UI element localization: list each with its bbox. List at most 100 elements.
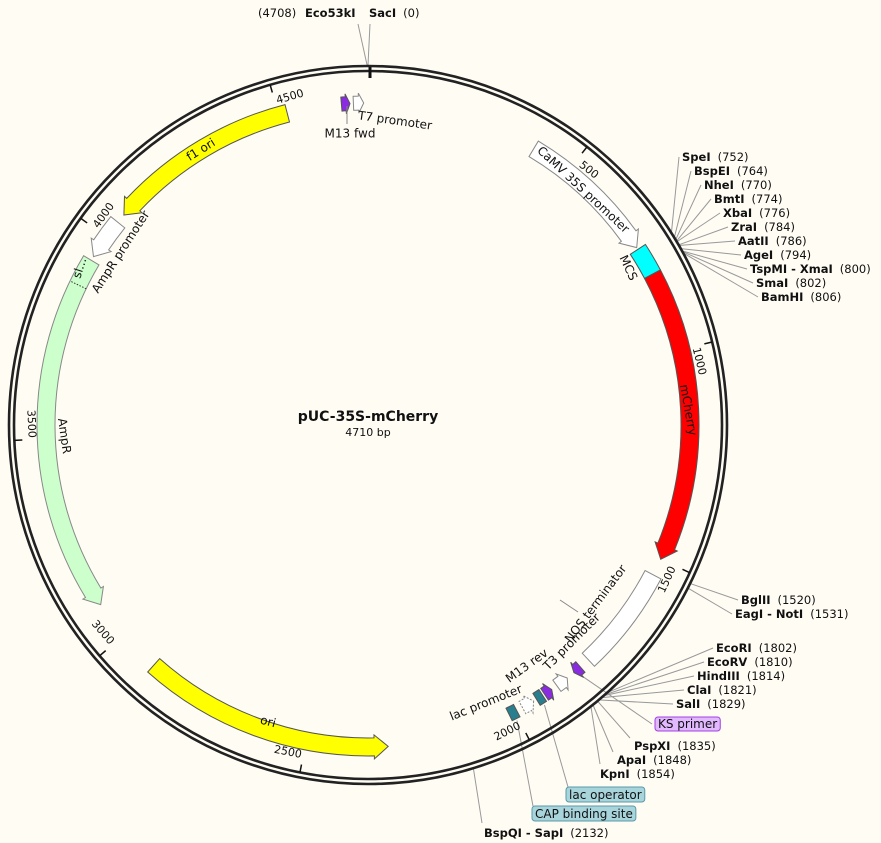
enzyme-leader-line bbox=[679, 240, 736, 246]
lac-operator-callout[interactable]: lac operator bbox=[565, 786, 646, 803]
enzyme-position: (1848) bbox=[653, 753, 691, 767]
tick-label: 4500 bbox=[275, 87, 306, 107]
enzyme-position: (1835) bbox=[677, 739, 715, 753]
cap-binding-site-feature[interactable] bbox=[505, 703, 521, 722]
t7-promoter-feature[interactable] bbox=[352, 92, 365, 114]
enzyme-leader-line bbox=[603, 689, 685, 698]
ampr-promoter-feature[interactable] bbox=[90, 215, 126, 258]
enzyme-name: AatII bbox=[738, 234, 769, 248]
enzyme-site-bspei[interactable]: BspEI(764) bbox=[694, 164, 768, 178]
enzyme-leader-line bbox=[688, 588, 733, 615]
enzyme-site-ecori[interactable]: EcoRI(1802) bbox=[716, 641, 797, 655]
enzyme-site-kpni[interactable]: KpnI(1854) bbox=[600, 767, 675, 781]
enzyme-site-bspqi-sapi[interactable]: BspQI - SapI(2132) bbox=[484, 826, 608, 840]
enzyme-site-zrai[interactable]: ZraI(784) bbox=[731, 220, 795, 234]
enzyme-site-saci[interactable]: SacI (0) bbox=[369, 6, 419, 20]
f1-ori-feature[interactable] bbox=[123, 103, 291, 216]
enzyme-site-agei[interactable]: AgeI(794) bbox=[744, 248, 811, 262]
enzyme-site-aatii[interactable]: AatII(786) bbox=[738, 234, 807, 248]
camv-35s-promoter-label: CaMV 35S promoter bbox=[535, 143, 633, 235]
mcherry-feature[interactable] bbox=[643, 269, 700, 561]
enzyme-position: (1829) bbox=[707, 697, 745, 711]
enzyme-name: SpeI bbox=[682, 150, 711, 164]
enzyme-site-smai[interactable]: SmaI(802) bbox=[756, 276, 826, 290]
enzyme-position: (1821) bbox=[718, 683, 756, 697]
enzyme-site-xbai[interactable]: XbaI(776) bbox=[723, 206, 790, 220]
tick-mark bbox=[704, 341, 713, 345]
enzyme-leader-line bbox=[609, 647, 714, 692]
enzyme-leader-line bbox=[607, 661, 705, 695]
enzyme-site-clai[interactable]: ClaI(1821) bbox=[687, 683, 757, 697]
enzyme-leader-line bbox=[605, 675, 695, 696]
enzyme-name: SmaI bbox=[756, 276, 788, 290]
camv-35s-promoter-feature[interactable] bbox=[528, 140, 640, 249]
enzyme-position: (4708) bbox=[258, 6, 296, 20]
signal-sequence-boundary bbox=[69, 280, 87, 290]
enzyme-site-apai[interactable]: ApaI (1848) bbox=[617, 753, 691, 767]
enzyme-site-spei[interactable]: SpeI (752) bbox=[682, 150, 749, 164]
enzyme-site-nhei[interactable]: NheI (770) bbox=[704, 178, 772, 192]
ks-primer-callout[interactable]: KS primer bbox=[654, 716, 721, 732]
enzyme-position: (794) bbox=[780, 248, 811, 262]
enzyme-position: (770) bbox=[741, 178, 772, 192]
enzyme-leader-line bbox=[590, 707, 601, 765]
enzyme-name: BmtI bbox=[714, 192, 745, 206]
ori-feature[interactable] bbox=[146, 657, 389, 761]
cap-binding-site-callout[interactable]: CAP binding site bbox=[531, 805, 637, 822]
enzyme-position: (806) bbox=[810, 290, 841, 304]
enzyme-site-eagi-noti[interactable]: EagI - NotI (1531) bbox=[735, 607, 848, 621]
enzyme-position: (1531) bbox=[810, 607, 848, 621]
enzyme-position: (752) bbox=[718, 150, 749, 164]
tick-label: 2000 bbox=[492, 719, 523, 743]
enzyme-leader-line bbox=[597, 701, 631, 739]
plasmid-name: pUC-35S-mCherry bbox=[298, 409, 438, 425]
lac-operator-feature[interactable] bbox=[532, 688, 548, 706]
enzyme-site-ecorv[interactable]: EcoRV(1810) bbox=[707, 655, 793, 669]
enzyme-labels: SacI (0) (4708) Eco53kI SpeI (752)BspEI(764)N… bbox=[258, 6, 871, 840]
enzyme-name: HindIII bbox=[697, 669, 740, 683]
enzyme-name: Eco53kI bbox=[305, 6, 356, 20]
enzyme-site-bmti[interactable]: BmtI (774) bbox=[714, 192, 782, 206]
sl-label: sl... bbox=[70, 256, 90, 280]
enzyme-leader-line bbox=[679, 226, 729, 246]
enzyme-leader-line bbox=[671, 156, 680, 232]
enzyme-position: (784) bbox=[764, 220, 795, 234]
enzyme-site-sali[interactable]: SalI(1829) bbox=[676, 697, 746, 711]
enzyme-site-eco53ki[interactable]: (4708) Eco53kI bbox=[258, 6, 356, 20]
enzyme-name: NheI bbox=[704, 178, 734, 192]
enzyme-site-bamhi[interactable]: BamHI(806) bbox=[761, 290, 841, 304]
t3-promoter-feature[interactable] bbox=[552, 672, 569, 693]
enzyme-leader-line bbox=[683, 251, 754, 284]
enzyme-position: (1814) bbox=[747, 669, 785, 683]
enzyme-name: ApaI bbox=[617, 753, 646, 767]
ampr-feature[interactable] bbox=[36, 255, 105, 606]
enzyme-name: BspQI - SapI bbox=[484, 826, 563, 840]
enzyme-leader-line bbox=[357, 23, 368, 66]
ks-primer-feature[interactable] bbox=[570, 660, 586, 678]
enzyme-site-pspxi[interactable]: PspXI (1835) bbox=[634, 739, 716, 753]
enzyme-position: (774) bbox=[752, 192, 783, 206]
enzyme-position: (764) bbox=[737, 164, 768, 178]
enzyme-site-bglii[interactable]: BglII(1520) bbox=[741, 593, 816, 607]
features bbox=[36, 92, 700, 761]
callout-box bbox=[531, 805, 637, 822]
enzyme-leader-line bbox=[473, 769, 483, 824]
enzyme-leader-line bbox=[600, 699, 674, 705]
ori-label: ori bbox=[259, 713, 278, 731]
m13-fwd-feature[interactable] bbox=[340, 93, 351, 114]
nos-terminator-feature[interactable] bbox=[581, 569, 662, 668]
enzyme-name: EagI - NotI bbox=[735, 607, 803, 621]
lac-operator-label: lac operator bbox=[569, 788, 642, 802]
lac-promoter-feature[interactable] bbox=[518, 694, 535, 715]
tick-mark bbox=[682, 568, 691, 574]
callout-leader-line bbox=[543, 704, 569, 788]
backbone-outer-strand bbox=[7, 64, 729, 786]
enzyme-position: (1802) bbox=[759, 641, 797, 655]
enzyme-site-hindiii[interactable]: HindIII (1814) bbox=[697, 669, 785, 683]
enzyme-site-tspmi-xmai[interactable]: TspMI - XmaI(800) bbox=[750, 262, 871, 276]
enzyme-name: PspXI bbox=[634, 739, 670, 753]
enzyme-position: (0) bbox=[403, 6, 419, 20]
enzyme-name: SacI bbox=[369, 6, 396, 20]
m13-rev-feature[interactable] bbox=[540, 683, 555, 701]
